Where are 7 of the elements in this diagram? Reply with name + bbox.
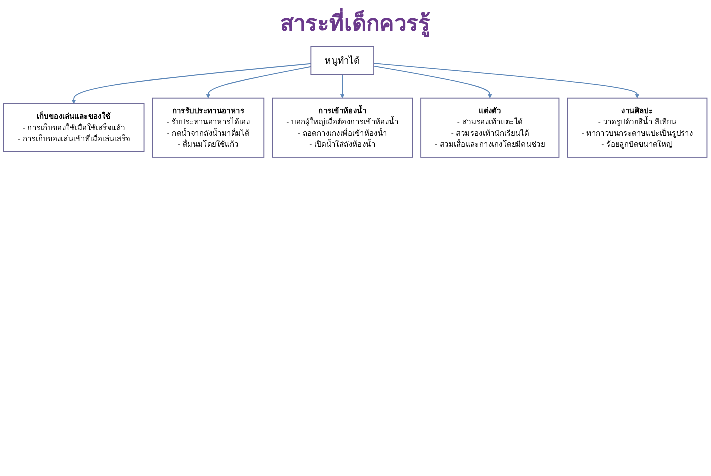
arrow xyxy=(374,63,640,99)
arrow xyxy=(206,66,312,99)
arrow xyxy=(374,66,492,99)
node-box: หนูทำได้ xyxy=(310,46,374,76)
arrow xyxy=(340,74,345,99)
diagram-title: สาระที่เด็กควรรู้ xyxy=(0,6,711,41)
arrow xyxy=(72,63,312,104)
